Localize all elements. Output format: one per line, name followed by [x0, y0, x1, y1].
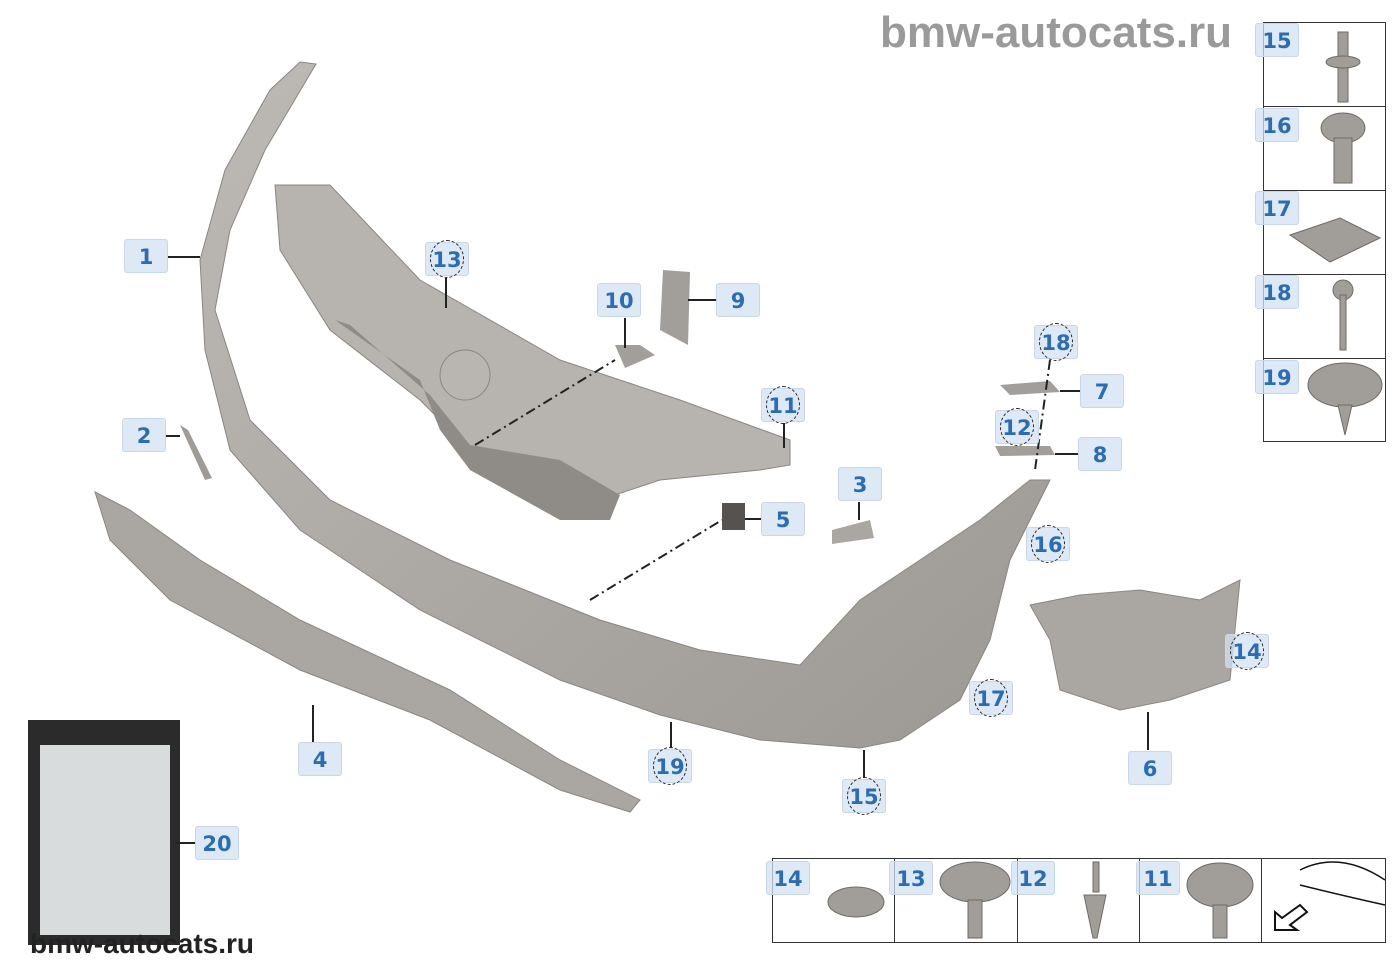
part-8: [995, 446, 1055, 456]
fastener-label-18[interactable]: 18: [1255, 275, 1299, 309]
fastener-label-16[interactable]: 16: [1255, 108, 1299, 142]
fastener-icons: [827, 31, 1383, 939]
callout-15[interactable]: 15: [842, 777, 886, 815]
part-2: [180, 425, 212, 480]
callout-19[interactable]: 19: [648, 747, 692, 785]
part-10: [615, 345, 655, 368]
part-7: [1000, 381, 1060, 395]
part-9: [660, 270, 690, 345]
callout-8[interactable]: 8: [1078, 437, 1122, 471]
emblem: [439, 349, 491, 401]
grille-carrier: [274, 184, 791, 501]
fastener-column-frame: [1263, 22, 1386, 442]
callout-16[interactable]: 16: [1026, 525, 1070, 563]
callout-9[interactable]: 9: [716, 283, 760, 317]
callout-7[interactable]: 7: [1080, 374, 1124, 408]
fastener-label-14[interactable]: 14: [766, 861, 810, 895]
callout-12[interactable]: 12: [995, 408, 1039, 446]
callout-1[interactable]: 1: [124, 239, 168, 273]
grille-opening: [335, 320, 620, 520]
direction-arrow-icon: [1274, 903, 1309, 931]
watermark-bottom: bmw-autocats.ru: [30, 928, 255, 959]
callout-17[interactable]: 17: [969, 679, 1013, 717]
fastener-label-19[interactable]: 19: [1255, 360, 1299, 394]
callout-2[interactable]: 2: [122, 418, 166, 452]
part-3: [832, 520, 874, 544]
callout-6[interactable]: 6: [1128, 751, 1172, 785]
callout-18[interactable]: 18: [1034, 323, 1078, 361]
bumper-cover: [199, 61, 1051, 749]
fastener-label-11[interactable]: 11: [1136, 861, 1180, 895]
callout-10[interactable]: 10: [597, 283, 641, 317]
fastener-label-12[interactable]: 12: [1011, 861, 1055, 895]
part-5: [722, 503, 745, 530]
fastener-label-17[interactable]: 17: [1255, 191, 1299, 225]
callout-3[interactable]: 3: [838, 467, 882, 501]
callout-5[interactable]: 5: [761, 502, 805, 536]
fastener-label-13[interactable]: 13: [889, 861, 933, 895]
fastener-row-frame: [772, 858, 1386, 943]
callout-13[interactable]: 13: [425, 240, 469, 278]
callout-4[interactable]: 4: [298, 742, 342, 776]
callout-14[interactable]: 14: [1225, 632, 1269, 670]
fastener-label-15[interactable]: 15: [1255, 23, 1299, 57]
watermark-top: bmw-autocats.ru: [880, 8, 1233, 57]
callout-11[interactable]: 11: [761, 386, 805, 424]
lower-grille: [94, 491, 641, 813]
bracket-6: [1029, 579, 1241, 711]
callout-20[interactable]: 20: [195, 826, 239, 860]
